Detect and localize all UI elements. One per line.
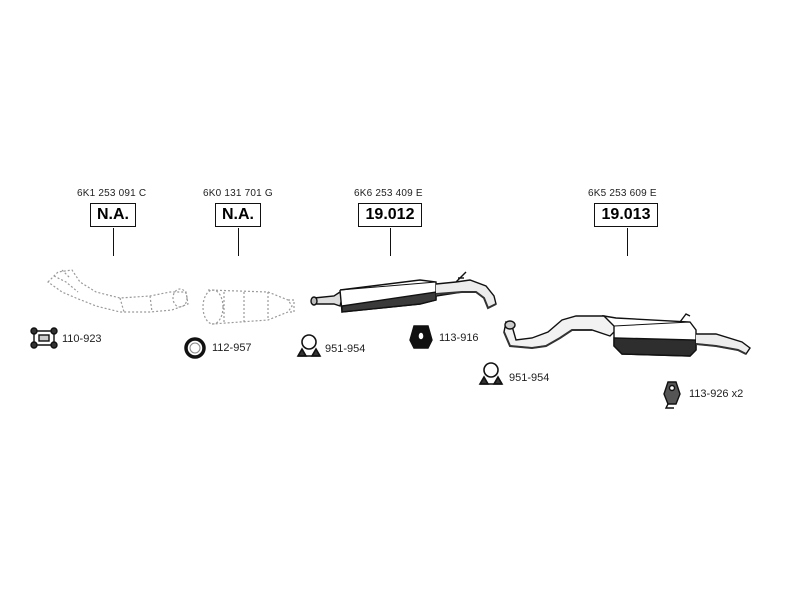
leader-line-catalyst: [238, 228, 239, 256]
gasket-icon[interactable]: [30, 327, 58, 349]
rear-silencer-drawing[interactable]: [503, 313, 751, 357]
ring-gasket-icon[interactable]: [184, 337, 206, 359]
hanger-icon[interactable]: [663, 381, 681, 409]
part-label-rubber-mount: 113-916: [439, 332, 479, 344]
clamp-icon[interactable]: [478, 362, 504, 385]
part-label-gasket: 110-923: [62, 333, 102, 345]
part-code-box-catalyst[interactable]: N.A.: [215, 203, 261, 227]
clamp-icon[interactable]: [296, 334, 322, 357]
downpipe-drawing[interactable]: [47, 269, 189, 313]
part-label-clamp-2: 951-954: [509, 372, 550, 384]
part-label-ring-gasket: 112-957: [212, 342, 252, 354]
middle-silencer-drawing[interactable]: [310, 271, 497, 313]
oem-number-catalyst: 6K0 131 701 G: [203, 188, 273, 199]
catalyst-drawing[interactable]: [202, 289, 295, 325]
part-code-box-downpipe[interactable]: N.A.: [90, 203, 136, 227]
leader-line-middle-silencer: [390, 228, 391, 256]
oem-number-middle-silencer: 6K6 253 409 E: [354, 188, 423, 199]
oem-number-rear-silencer: 6K5 253 609 E: [588, 188, 657, 199]
rubber-mount-icon[interactable]: [409, 325, 433, 349]
leader-line-rear-silencer: [627, 228, 628, 256]
oem-number-downpipe: 6K1 253 091 C: [77, 188, 147, 199]
leader-line-downpipe: [113, 228, 114, 256]
part-code-box-middle-silencer[interactable]: 19.012: [358, 203, 422, 227]
part-code-box-rear-silencer[interactable]: 19.013: [594, 203, 658, 227]
part-label-hanger: 113-926 x2: [689, 388, 744, 400]
part-label-clamp-1: 951-954: [325, 343, 366, 355]
